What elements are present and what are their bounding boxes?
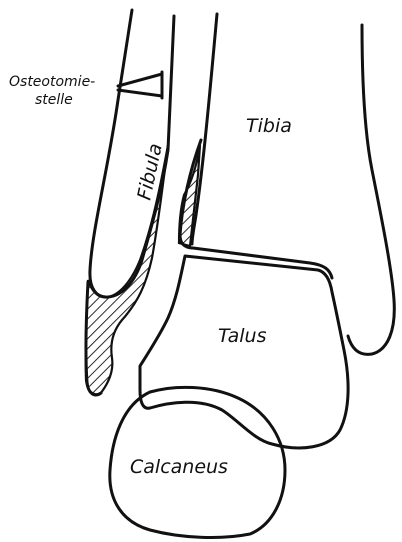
label-tibia: Tibia <box>246 115 292 137</box>
talus-outline <box>140 256 348 448</box>
osteotomy-pointer-line-lower <box>118 90 162 96</box>
osteotomy-pointer-line-upper <box>118 74 162 86</box>
label-osteotomy-line2: stelle <box>35 92 73 108</box>
label-osteotomy-line1: Osteotomie- <box>9 74 95 90</box>
tibia-lateral-cortex <box>192 14 217 244</box>
label-calcaneus: Calcaneus <box>130 456 228 478</box>
hatched-region-medial <box>179 145 200 246</box>
label-talus: Talus <box>218 325 267 347</box>
tibia-medial-outline <box>348 25 394 354</box>
